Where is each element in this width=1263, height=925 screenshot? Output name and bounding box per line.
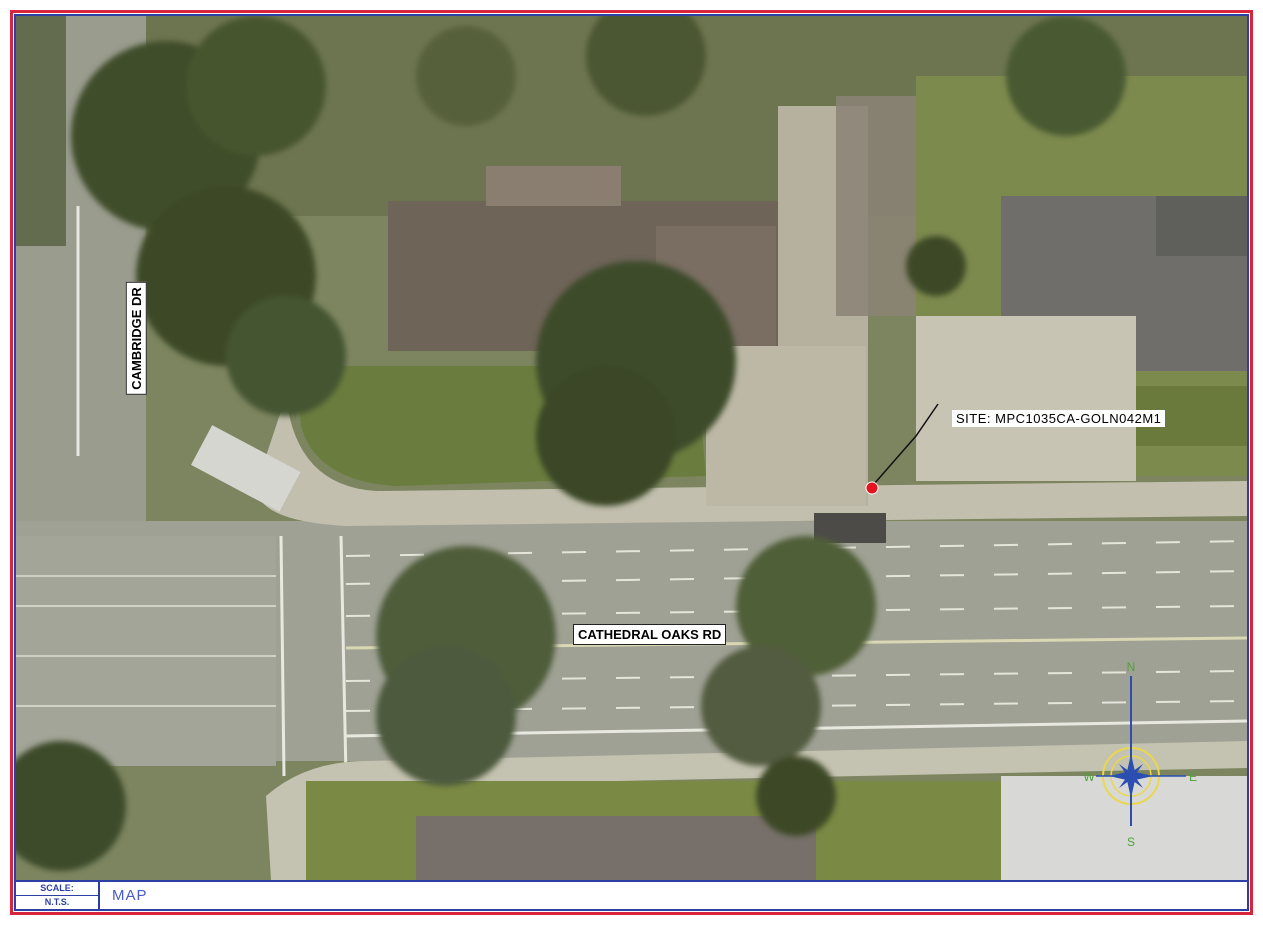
aerial-imagery: N S E W (16, 16, 1247, 880)
car (814, 513, 886, 543)
scale-label: SCALE: (16, 882, 98, 896)
scale-value: N.T.S. (44, 897, 70, 908)
north-sidewalk (256, 396, 1247, 526)
map-sheet: N S E W CATHEDRAL OAKS RD CAMBRIDGE DR S… (14, 14, 1249, 911)
compass-rose-icon: N S E W (1083, 660, 1197, 849)
street-label-cathedral-oaks: CATHEDRAL OAKS RD (573, 624, 727, 645)
tree-canopy (16, 16, 1126, 871)
scale-cell: SCALE: N.T.S. (16, 882, 100, 909)
outer-border (10, 10, 1253, 915)
compass-w-label: W (1083, 770, 1095, 784)
compass-s-label: S (1127, 835, 1135, 849)
map-title: MAP (112, 887, 148, 904)
site-marker[interactable] (865, 481, 879, 495)
south-sidewalk (266, 741, 1247, 880)
south-house-roof (416, 816, 816, 880)
compass-e-label: E (1189, 770, 1197, 784)
title-block: SCALE: N.T.S. MAP (16, 880, 1247, 909)
street-label-cambridge: CAMBRIDGE DR (125, 282, 147, 395)
site-leader-line (873, 403, 939, 485)
commercial-roof (1001, 776, 1247, 880)
parked-bus (191, 425, 301, 512)
site-label[interactable]: SITE: MPC1035CA-GOLN042M1 (952, 410, 1166, 427)
compass-n-label: N (1127, 660, 1136, 674)
aerial-map[interactable]: N S E W CATHEDRAL OAKS RD CAMBRIDGE DR S… (16, 16, 1247, 880)
